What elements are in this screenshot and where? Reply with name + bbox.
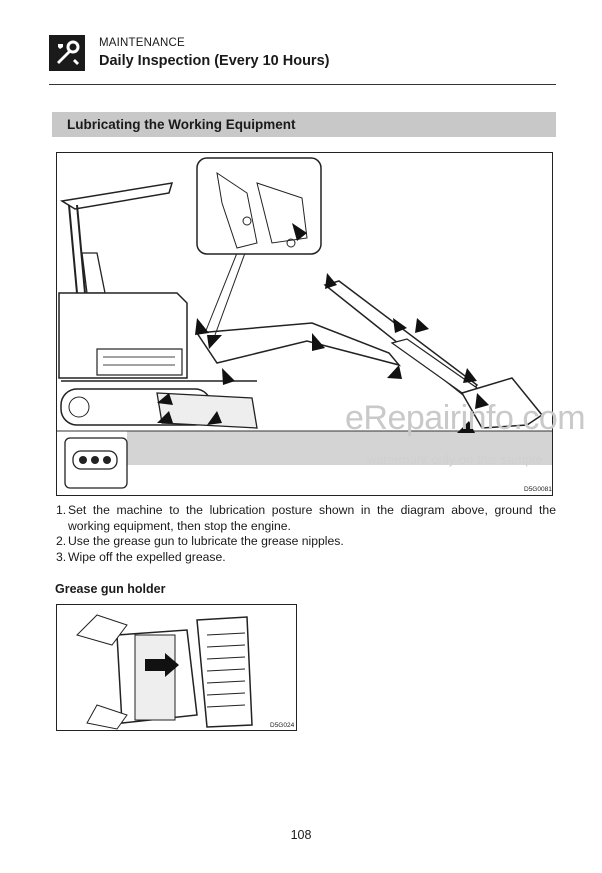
maintenance-tools-icon (49, 35, 85, 71)
page-number: 108 (290, 828, 312, 842)
grease-gun-holder-figure: D5G024 (56, 604, 297, 731)
watermark-sub: watermark only on this sample (367, 452, 543, 467)
section-heading: Lubricating the Working Equipment (67, 117, 296, 132)
instruction-step: 3.Wipe off the expelled grease. (56, 549, 226, 564)
section-label: MAINTENANCE (99, 37, 185, 49)
figure-code: D5G0081 (524, 486, 552, 493)
excavator-lubrication-figure: D5G0081 (56, 152, 553, 496)
section-band (52, 112, 556, 137)
grease-gun-holder-heading: Grease gun holder (55, 582, 166, 596)
instruction-step: 2.Use the grease gun to lubricate the gr… (56, 534, 344, 548)
page-title: Daily Inspection (Every 10 Hours) (99, 53, 330, 69)
watermark-main: eRepairinfo.com (345, 399, 586, 437)
excavator-drawing (57, 157, 552, 489)
figure-code: D5G024 (270, 722, 295, 729)
header-divider (49, 84, 556, 85)
instruction-list: 1.Set the machine to the lubrication pos… (56, 503, 556, 565)
grease-holder-drawing (76, 614, 253, 730)
instruction-step: 1.Set the machine to the lubrication pos… (56, 503, 556, 533)
